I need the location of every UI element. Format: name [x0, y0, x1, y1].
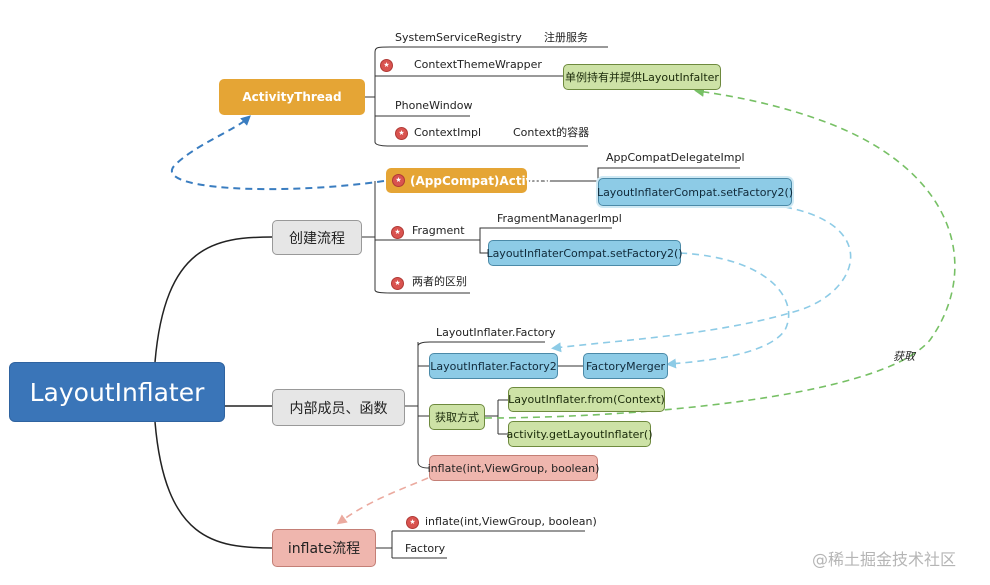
branch-inflate-flow[interactable]: inflate流程 — [272, 529, 376, 567]
get-layoutinflater-node[interactable]: activity.getLayoutInflater() — [507, 421, 653, 447]
contextthemewrapper-label: ContextThemeWrapper — [414, 58, 542, 71]
watermark: @稀土掘金技术社区 — [812, 550, 957, 569]
edge-ssr-underline — [374, 46, 608, 53]
from-context-node[interactable]: LayoutInflater.from(Context) — [508, 387, 665, 412]
branch-create-flow[interactable]: 创建流程 — [272, 220, 362, 255]
edge-fragment-children — [470, 227, 612, 254]
relation-activity-to-activitythread — [171, 115, 385, 191]
root-layoutinflater-node[interactable]: LayoutInflater — [9, 362, 225, 422]
fragment-setfactory2-node[interactable]: LayoutInflaterCompat.setFactory2() — [486, 240, 683, 266]
edge-members-bracket — [405, 342, 419, 462]
star-marker-icon: ★ — [395, 127, 408, 140]
systemserviceregistry-label: SystemServiceRegistry — [395, 31, 522, 44]
edge-at-bracket — [365, 52, 376, 142]
star-marker-icon: ★ — [406, 516, 419, 529]
appcompat-activity-node[interactable]: (AppCompat)Activity — [386, 168, 551, 193]
factorymerger-node[interactable]: FactoryMerger — [583, 353, 668, 379]
relation-obtain-to-singleton — [484, 86, 956, 419]
fragment-label: Fragment — [412, 224, 465, 237]
register-service-label: 注册服务 — [544, 31, 588, 44]
edge-root-create — [154, 236, 273, 363]
appcompatdelegateimpl-label: AppCompatDelegateImpl — [606, 151, 745, 164]
branch-members-functions[interactable]: 内部成员、函数 — [272, 389, 405, 426]
activity-setfactory2-node[interactable]: LayoutInflaterCompat.setFactory2() — [597, 178, 793, 206]
relation-inflate-to-inflateflow — [336, 477, 429, 525]
difference-label: 两者的区别 — [412, 275, 467, 288]
edge-factory-underline — [417, 341, 545, 347]
star-marker-icon: ★ — [380, 59, 393, 72]
activitythread-node[interactable]: ActivityThread — [219, 79, 365, 115]
inflate-method-label: inflate(int,ViewGroup, boolean) — [425, 515, 597, 528]
fragmentmanagerimpl-label: FragmentManagerImpl — [497, 212, 622, 225]
edge-diff-underline — [374, 289, 470, 294]
star-marker-icon: ★ — [392, 174, 405, 187]
contextimpl-label: ContextImpl — [414, 126, 482, 139]
edge-root-inflate — [154, 421, 273, 549]
factory-label: Factory — [405, 542, 446, 555]
edge-obtain-children — [485, 399, 508, 435]
relation-label-obtain: 获取 — [893, 350, 915, 363]
star-marker-icon: ★ — [391, 277, 404, 290]
edge-inflate-bracket — [376, 531, 393, 558]
edge-inflate-link — [417, 461, 430, 469]
context-container-label: Context的容器 — [513, 126, 590, 139]
star-marker-icon: ★ — [391, 226, 404, 239]
singleton-provider-node[interactable]: 单例持有并提供LayoutInfalter — [563, 64, 721, 90]
relation-activity-setfactory-to-factory2 — [551, 206, 852, 353]
obtain-method-node[interactable]: 获取方式 — [429, 404, 485, 430]
layoutinflater-factory-label: LayoutInflater.Factory — [436, 326, 556, 339]
factory2-node[interactable]: LayoutInflater.Factory2 — [429, 353, 558, 379]
phonewindow-label: PhoneWindow — [395, 99, 473, 112]
edge-ci-underline — [374, 141, 588, 147]
relation-fragment-setfactory-to-factorymerger — [666, 252, 790, 369]
edge-create-bracket — [362, 181, 376, 290]
inflate-method-node[interactable]: inflate(int,ViewGroup, boolean) — [428, 455, 599, 481]
